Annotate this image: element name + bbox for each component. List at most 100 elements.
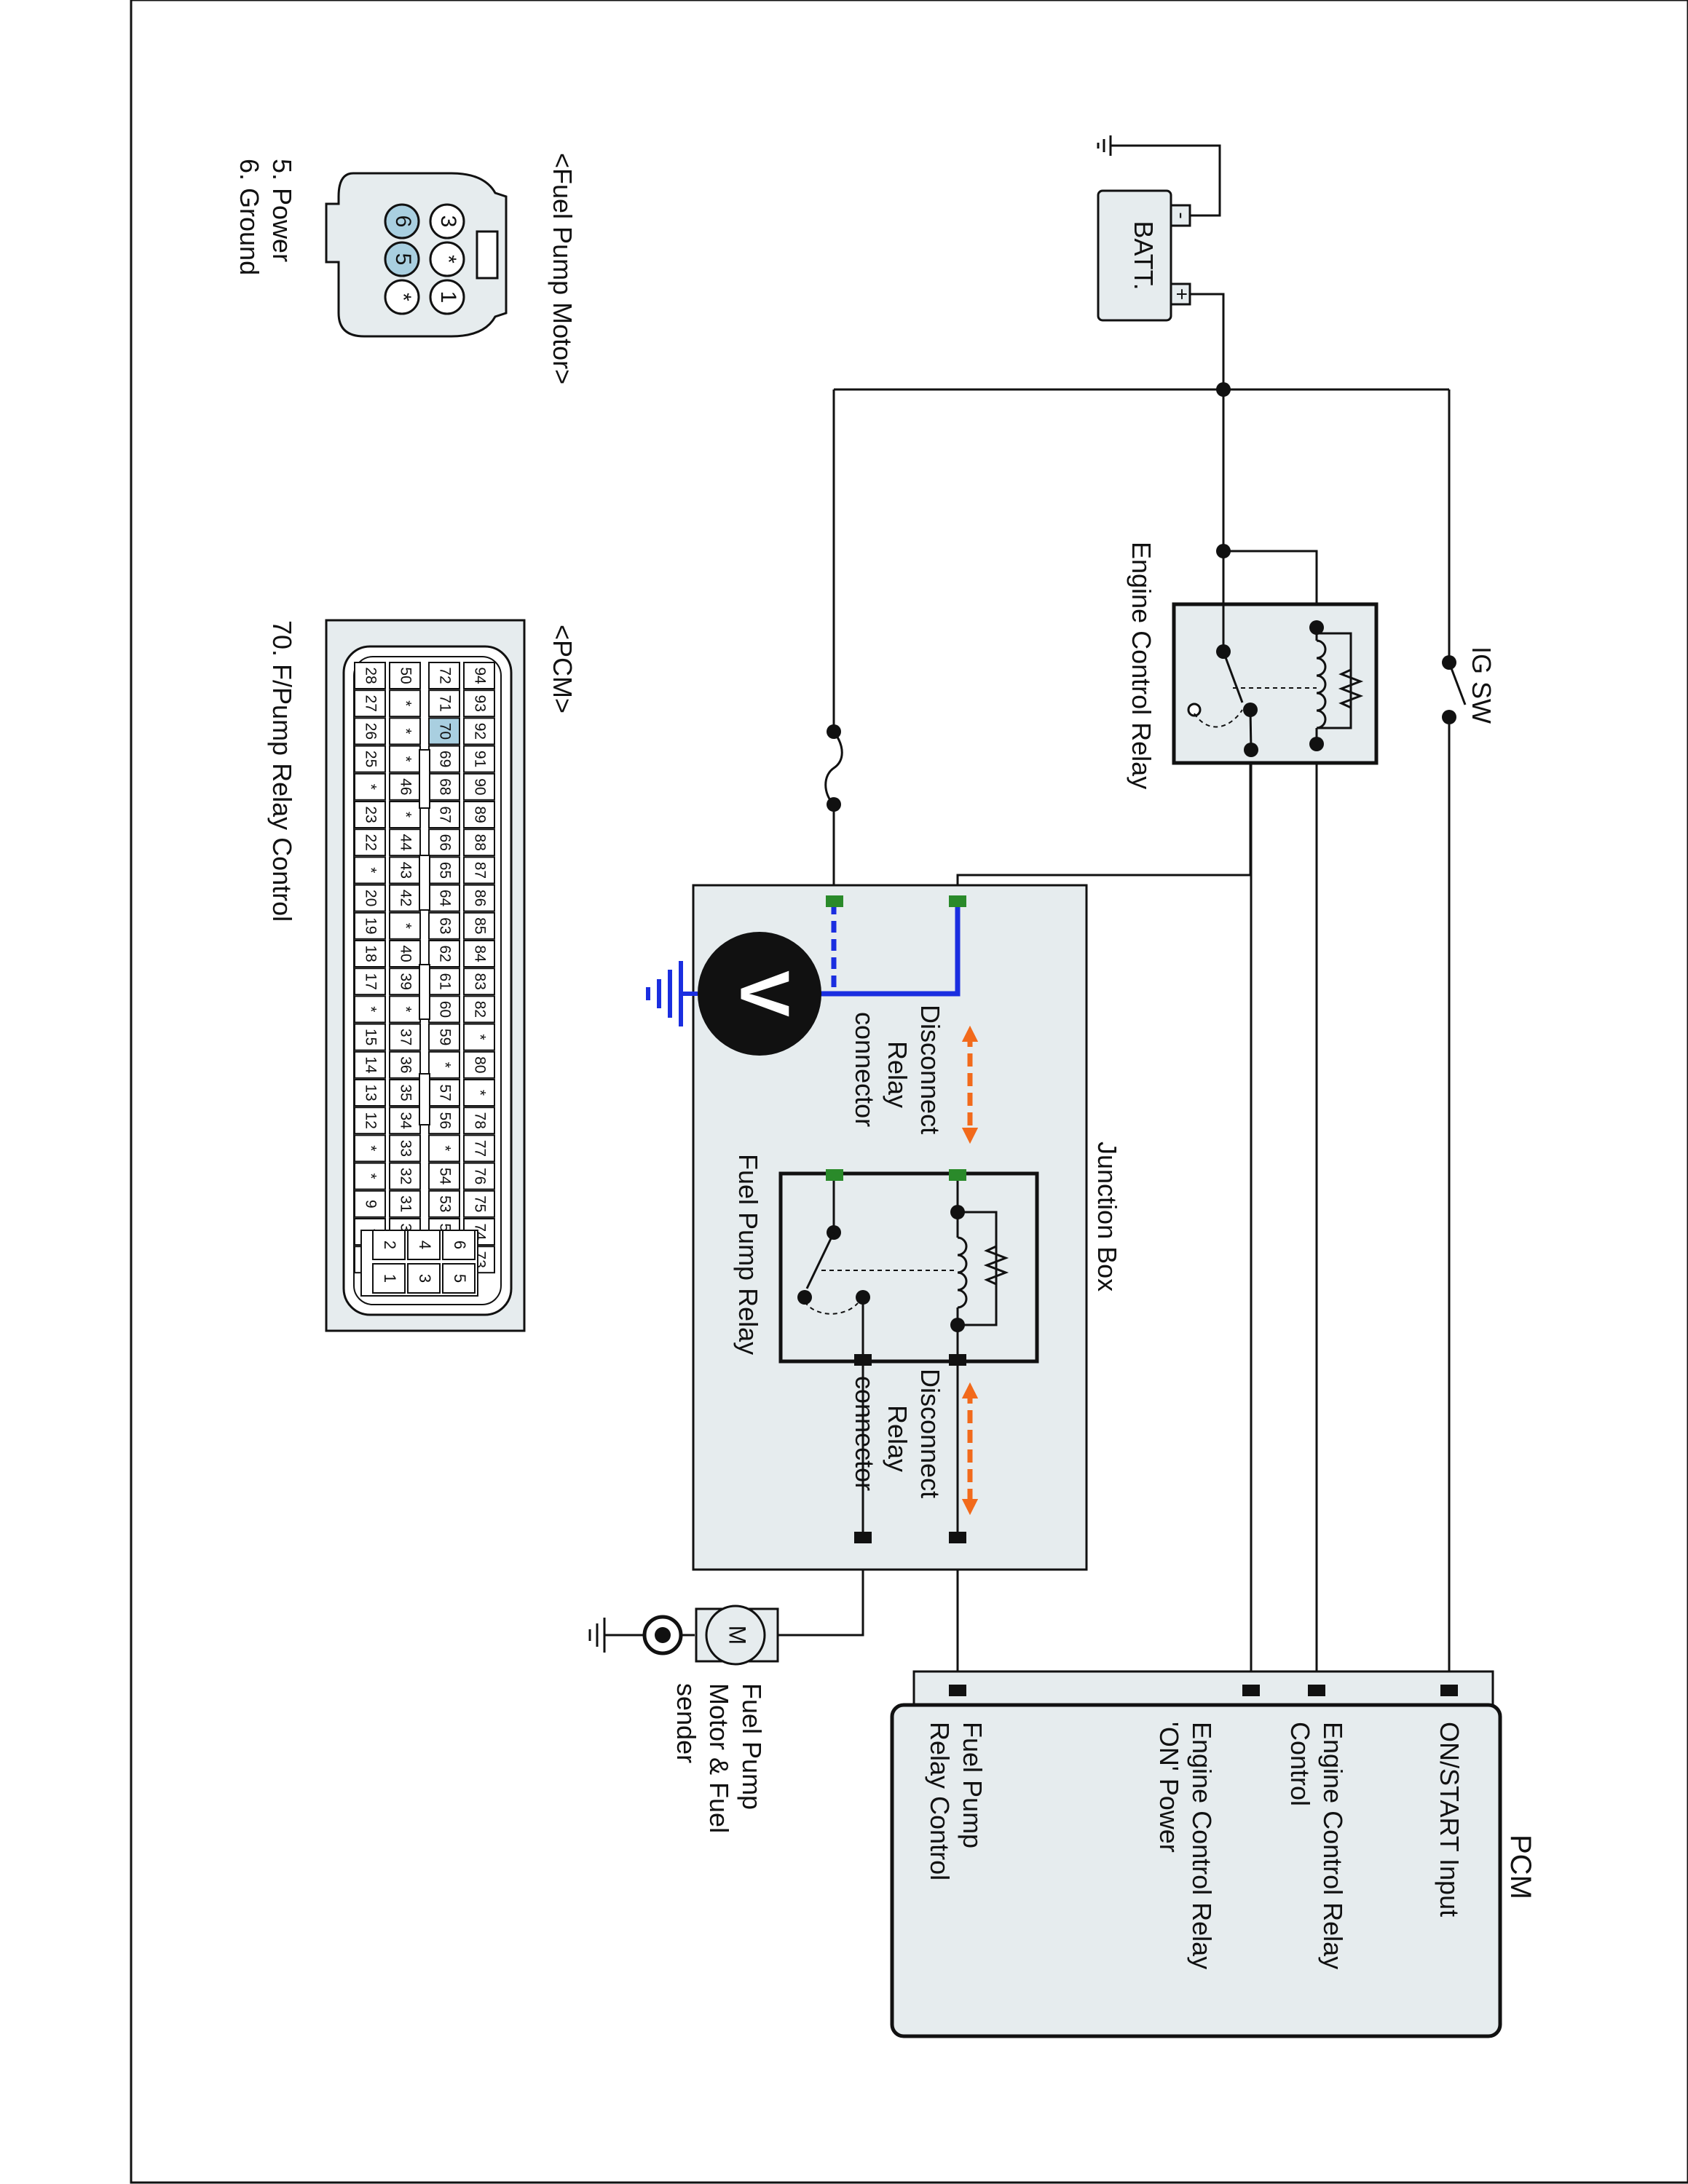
pcm-small-pin-label: 3 — [416, 1274, 434, 1283]
pcm-pin-label: 26 — [362, 723, 379, 740]
voltmeter-ground-icon — [646, 961, 698, 1026]
page-frame — [130, 0, 1688, 2184]
pcm-pin-label: 56 — [436, 1112, 453, 1129]
pcm-pin — [354, 911, 386, 940]
pcm-pin-label: * — [397, 728, 414, 734]
pcm-pin — [428, 801, 460, 828]
pcm-pin — [463, 856, 495, 885]
pcm-pin-label: 59 — [436, 1029, 453, 1045]
pcm-pin-label: 14 — [362, 1056, 379, 1074]
fuel-pump-motor-line1: Fuel Pump — [737, 1683, 767, 1810]
pcm-pin-label: * — [397, 756, 414, 762]
battery-ground-icon — [1097, 135, 1180, 156]
pcm-pin — [463, 662, 495, 689]
pcm-pin — [354, 968, 386, 996]
pcm-pin — [463, 745, 495, 773]
pcm-pin-label: 80 — [471, 1056, 488, 1073]
fuel-pump-connector-title: <Fuel Pump Motor> — [548, 153, 577, 384]
pcm-small-pin-label: 1 — [381, 1274, 399, 1283]
pcm-key — [419, 855, 430, 911]
terminal-black — [1440, 1685, 1458, 1696]
pcm-pin-label: 77 — [471, 1140, 488, 1157]
pcm-pin — [463, 1134, 495, 1163]
pcm-pin-label: 78 — [471, 1112, 488, 1129]
pcm-pin-label: * — [471, 1034, 488, 1040]
pcm-key — [419, 1073, 430, 1125]
junction-box-label: Junction Box — [1092, 1142, 1122, 1291]
connector-pin — [384, 279, 420, 315]
pcm-pin-label: 83 — [471, 973, 488, 990]
terminal-green — [826, 1169, 843, 1181]
pcm-pin — [428, 940, 460, 968]
fuel-pump-relay-label: Fuel Pump Relay — [733, 1154, 763, 1355]
probe-lead — [792, 903, 961, 997]
pcm-pin — [389, 968, 421, 996]
pcm-pin-label: * — [362, 784, 379, 790]
terminal-black — [949, 1532, 966, 1543]
pcm-pin — [428, 1134, 460, 1163]
pcm-pin — [354, 662, 386, 689]
pcm-pin — [428, 662, 460, 689]
pcm-pin — [354, 1190, 386, 1218]
pcm-pin — [389, 772, 421, 801]
pcm-pin-label: 13 — [362, 1084, 379, 1101]
terminal-black — [1308, 1685, 1325, 1696]
pcm-module: PCM ON/START Input Engine Control Relay … — [890, 1670, 1537, 2038]
pcm-terminal-fp-relay-2: Relay Control — [925, 1722, 955, 1880]
pcm-pin-label: 28 — [362, 667, 379, 684]
terminal-black — [949, 1685, 966, 1696]
pcm-pin — [354, 1134, 386, 1163]
pcm-pin-label: 63 — [436, 917, 453, 934]
pcm-small-pin-label: 6 — [451, 1241, 469, 1249]
pcm-pin — [354, 689, 386, 718]
terminal-black — [1242, 1685, 1260, 1696]
pcm-pin — [389, 856, 421, 885]
pcm-pin-label: * — [362, 1174, 379, 1179]
pcm-pin-label: 19 — [362, 917, 379, 934]
terminal-black — [949, 1354, 966, 1366]
connector-pin — [429, 241, 465, 277]
pcm-pin-label: 75 — [471, 1195, 488, 1212]
pcm-pin — [354, 1107, 386, 1135]
pcm-pin — [428, 856, 460, 885]
pcm-pin-label: 23 — [362, 806, 379, 823]
disconnect-bottom-line2: Relay — [883, 1405, 912, 1472]
connector-pin-label: 1 — [436, 291, 460, 304]
pcm-pin — [354, 884, 386, 912]
pcm-pin-label: 33 — [397, 1140, 414, 1157]
pcm-pin — [463, 801, 495, 828]
pcm-small-pin-label: 4 — [416, 1241, 434, 1249]
pcm-small-pin — [372, 1230, 406, 1260]
pcm-pin-label: 37 — [397, 1029, 414, 1045]
terminal-green — [949, 895, 966, 907]
pcm-pin-label: 44 — [397, 834, 414, 852]
motor-label: M — [725, 1626, 751, 1645]
pcm-pin-label: * — [471, 1090, 488, 1096]
pcm-pin — [463, 1107, 495, 1135]
pcm-pin — [463, 940, 495, 968]
pcm-pin-label: 90 — [471, 778, 488, 795]
voltmeter: V — [698, 932, 821, 1056]
pcm-pin — [463, 1162, 495, 1190]
pcm-pin-label: 67 — [436, 806, 453, 823]
pcm-pin — [428, 828, 460, 857]
pcm-pin-label: 92 — [471, 723, 488, 740]
pcm-pin — [428, 911, 460, 940]
pcm-pin-label: * — [397, 700, 414, 706]
pcm-pin-label: 61 — [436, 973, 453, 990]
pcm-pin — [354, 1079, 386, 1107]
pcm-pin-label: 27 — [362, 695, 379, 712]
pcm-pin-label: 31 — [397, 1195, 414, 1212]
pcm-pin-label: 65 — [436, 862, 453, 879]
connector-pin — [429, 279, 465, 315]
pcm-pin — [354, 772, 386, 801]
pcm-pin — [463, 1079, 495, 1107]
fuel-pump-connector-legend-1: 5. Power — [267, 159, 297, 262]
battery: BATT. - + — [1097, 189, 1194, 322]
pcm-pin — [389, 1134, 421, 1163]
pcm-small-pin — [407, 1230, 441, 1260]
pcm-pin — [428, 772, 460, 801]
pcm-pin — [389, 1190, 421, 1218]
motor-ground-icon — [588, 1618, 634, 1653]
pcm-pin — [354, 828, 386, 857]
